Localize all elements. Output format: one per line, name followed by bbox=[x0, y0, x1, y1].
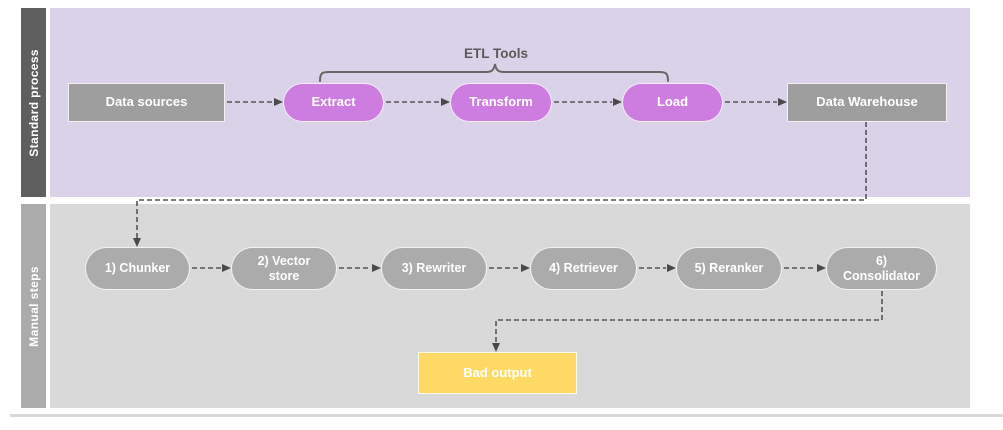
arrow-extract-transform bbox=[386, 98, 450, 106]
arrow-reranker-consolidator bbox=[784, 264, 826, 272]
etl-tools-label: ETL Tools bbox=[464, 46, 528, 61]
manual-steps-sidebar: Manual steps bbox=[21, 204, 46, 408]
bottom-divider bbox=[10, 414, 1003, 417]
node-data-warehouse[interactable]: Data Warehouse bbox=[787, 83, 947, 122]
node-bad-output[interactable]: Bad output bbox=[418, 352, 577, 394]
standard-process-sidebar: Standard process bbox=[21, 8, 46, 197]
arrow-vectorstore-rewriter bbox=[339, 264, 381, 272]
arrow-consolidator-badoutput bbox=[492, 291, 883, 352]
node-rewriter[interactable]: 3) Rewriter bbox=[381, 247, 487, 290]
node-vector-store[interactable]: 2) Vector store bbox=[231, 247, 337, 290]
node-extract[interactable]: Extract bbox=[283, 83, 384, 122]
node-reranker[interactable]: 5) Reranker bbox=[676, 247, 782, 290]
node-consolidator[interactable]: 6) Consolidator bbox=[826, 247, 937, 290]
arrow-chunker-vectorstore bbox=[192, 264, 231, 272]
node-retriever[interactable]: 4) Retriever bbox=[530, 247, 637, 290]
node-chunker[interactable]: 1) Chunker bbox=[85, 247, 190, 290]
arrow-load-warehouse bbox=[725, 98, 787, 106]
node-data-sources[interactable]: Data sources bbox=[68, 83, 225, 122]
arrow-warehouse-chunker bbox=[133, 122, 867, 247]
arrow-transform-load bbox=[554, 98, 622, 106]
arrow-retriever-reranker bbox=[639, 264, 676, 272]
node-transform[interactable]: Transform bbox=[450, 83, 552, 122]
arrow-datasources-extract bbox=[227, 98, 283, 106]
arrow-rewriter-retriever bbox=[489, 264, 530, 272]
etl-tools-bracket bbox=[319, 63, 669, 82]
node-load[interactable]: Load bbox=[622, 83, 723, 122]
